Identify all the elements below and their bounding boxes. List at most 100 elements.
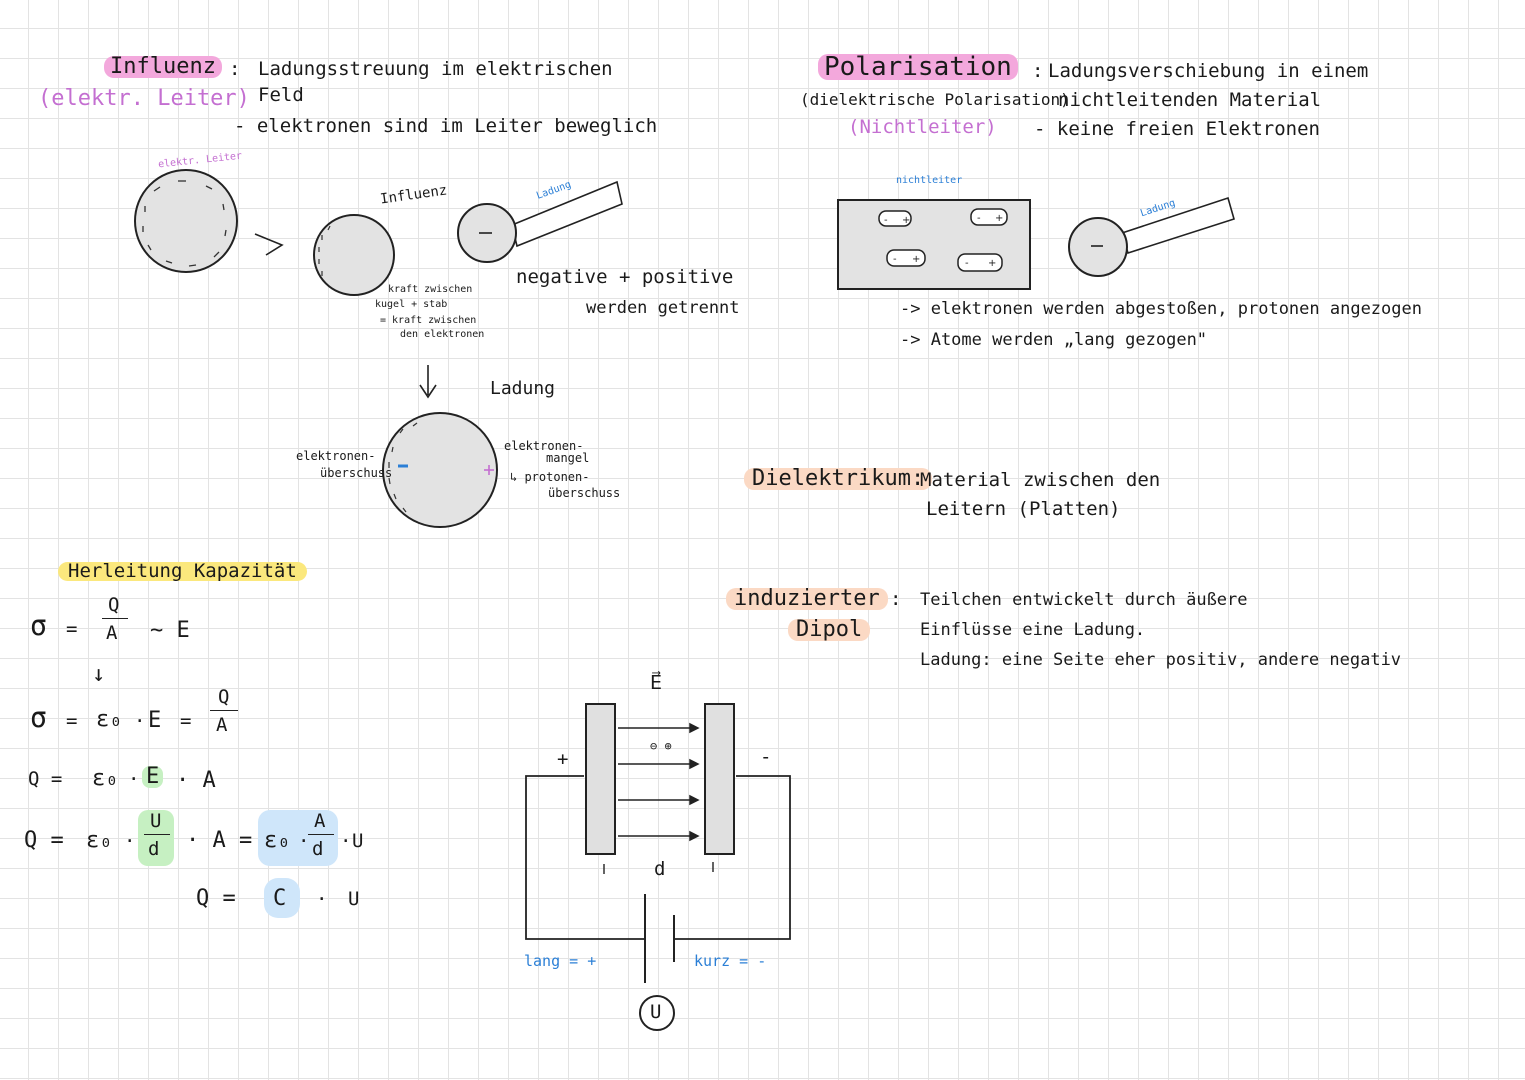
svg-text:+: + — [902, 215, 910, 226]
fraction5-bar — [308, 834, 334, 835]
fraction2-bar — [210, 710, 238, 711]
C-highlight — [264, 878, 300, 918]
svg-text:+: + — [988, 258, 996, 269]
fraction1-denominator: A — [106, 622, 118, 644]
dot-4c: · — [340, 830, 352, 852]
epsilon0-4b: ε₀ — [264, 828, 291, 853]
distance-d-label: d — [654, 858, 666, 880]
force-text-line4: den elektronen — [400, 329, 485, 340]
Qeq-5: Q = — [196, 886, 236, 911]
dipol-line1: Teilchen entwickelt durch äußere — [920, 590, 1248, 610]
polarisation-sub1: (dielektrische Polarisation) — [800, 90, 1070, 109]
dot-4b: · — [298, 830, 310, 852]
derivation-down-arrow: ↓ — [92, 662, 106, 687]
polarisation-rod — [1068, 196, 1235, 277]
ueberschuss-line1: elektronen- — [296, 449, 376, 463]
influenz-definition-line1: Ladungsstreuung im elektrischen — [258, 58, 613, 80]
polarisation-arrow-line1: -> elektronen werden abgestoßen, protone… — [900, 299, 1422, 319]
prop-E: ~ E — [150, 618, 190, 643]
lang-label: lang = + — [524, 952, 597, 970]
svg-text:-: - — [893, 254, 897, 265]
dipol-colon: : — [890, 588, 902, 610]
influenz-definition-line2: Feld — [258, 84, 304, 106]
polarisation-definition-line2: nichtleitenden Material — [1058, 89, 1322, 111]
fraction2-numerator: Q — [218, 686, 230, 708]
fraction5-denominator: d — [312, 838, 324, 860]
C-symbol: C — [273, 886, 287, 911]
influenz-definition-line3: - elektronen sind im Leiter beweglich — [234, 115, 658, 137]
line3-rest: · A — [176, 768, 216, 793]
dipol-particle: ⊖ ⊕ — [650, 739, 672, 753]
dot-3: · — [128, 768, 140, 790]
mangel-line2: mangel — [546, 451, 590, 465]
polarisation-definition-line1: Ladungsverschiebung in einem — [1048, 60, 1369, 82]
herleitung-title: Herleitung Kapazität — [58, 562, 307, 581]
E-2: E — [148, 708, 162, 733]
plus-plate: + — [557, 748, 569, 770]
nichtleiter-block: - + - + - + - + — [837, 199, 1031, 290]
line3-left: Q = — [28, 768, 63, 790]
polarisation-definition-line3: - keine freien Elektronen — [1034, 118, 1320, 140]
svg-text:+: + — [995, 213, 1003, 224]
equals-1: = — [66, 618, 78, 640]
fraction1-bar — [102, 618, 128, 619]
equals-2: = — [66, 710, 78, 732]
fraction1-numerator: Q — [108, 594, 120, 616]
mangel-line1: elektronen- — [504, 439, 584, 453]
fraction2-denominator: A — [216, 714, 228, 736]
voltage-source-label: U — [650, 1001, 662, 1023]
fraction4-bar — [144, 834, 170, 835]
minus-plate: - — [760, 746, 772, 768]
force-text-line2: kugel + stab — [375, 299, 448, 310]
equals-2b: = — [180, 710, 192, 732]
dot-4: · — [124, 830, 136, 852]
charged-rod — [457, 180, 623, 263]
mangel-line3: ↳ protonen- — [510, 470, 590, 484]
dipol-title2: Dipol — [788, 619, 871, 641]
dot-5: · — [316, 888, 328, 910]
dipol-line2: Einflüsse eine Ladung. — [920, 620, 1146, 640]
kurz-label: kurz = - — [694, 952, 767, 970]
label-nichtleiter: nichtleiter — [896, 175, 963, 186]
capacitance-highlight — [258, 810, 338, 866]
efield-label: E⃗ — [650, 672, 663, 694]
ladung-label: Ladung — [490, 378, 556, 399]
svg-text:+: + — [912, 254, 920, 265]
polarisation-sub2: (Nichtleiter) — [848, 116, 997, 138]
U-4: U — [352, 830, 364, 852]
polarisation-arrow-line2: -> Atome werden „lang gezogen" — [900, 330, 1208, 350]
force-text-line3: = kraft zwischen — [380, 315, 477, 326]
neg-pos-line2: werden getrennt — [586, 298, 740, 318]
U-5: U — [348, 888, 360, 910]
Qeq-4: Q = — [24, 828, 64, 853]
polarisation-title: Polarisation — [818, 54, 1018, 80]
dipol-line3: Ladung: eine Seite eher positiv, andere … — [920, 650, 1402, 670]
dot-2: · — [134, 710, 146, 732]
down-arrow-icon — [419, 365, 437, 399]
svg-text:-: - — [965, 258, 969, 269]
dielektrikum-line2: Leitern (Platten) — [926, 498, 1121, 520]
influenz-colon: : — [229, 58, 241, 80]
ueberschuss-line2: überschuss — [320, 466, 393, 480]
mangel-line4: überschuss — [548, 486, 621, 500]
influenz-title: Influenz — [104, 56, 222, 78]
force-text-line1: kraft zwischen — [388, 284, 473, 295]
svg-text:-: - — [884, 215, 888, 226]
dielektrikum-line1: Material zwischen den — [920, 469, 1161, 491]
fraction5-numerator: A — [314, 810, 326, 832]
capacitor-circuit — [525, 703, 791, 1031]
svg-text:-: - — [977, 213, 981, 224]
influenz-subtitle: (elektr. Leiter) — [38, 86, 250, 111]
Aeq-4: · A = — [186, 828, 253, 853]
fraction4-denominator: d — [148, 838, 160, 860]
dipol-title1: induzierter — [726, 588, 888, 610]
epsilon0-3: ε₀ — [92, 766, 119, 791]
arrow-icon — [254, 233, 284, 256]
conductor-sphere — [134, 169, 238, 273]
neg-pos-line1: negative + positive — [516, 266, 734, 288]
sigma-symbol-2: σ — [30, 701, 47, 734]
fraction4-numerator: U — [150, 810, 162, 832]
separated-sphere — [382, 412, 498, 528]
epsilon0-4: ε₀ — [86, 828, 113, 853]
